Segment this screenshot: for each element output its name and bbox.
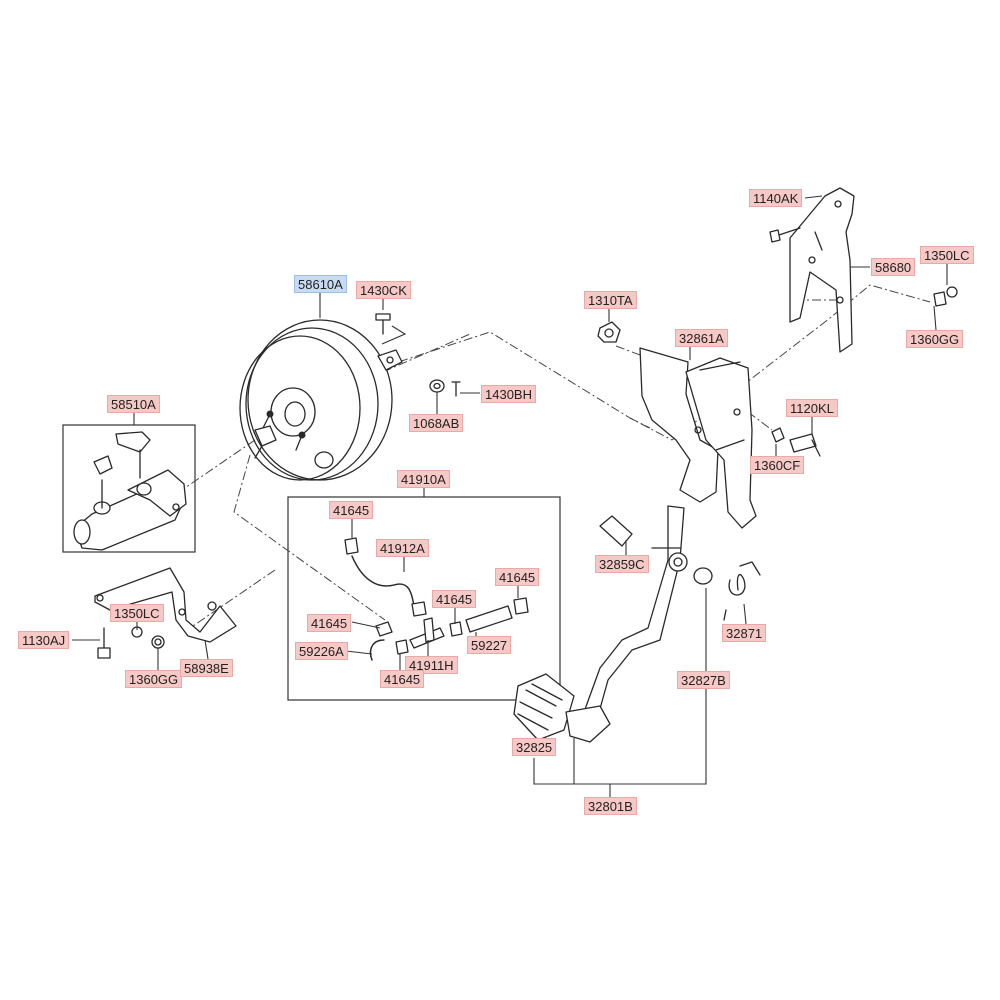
master-cylinder [73, 431, 187, 551]
part-label-41645[interactable]: 41645 [432, 590, 477, 608]
part-label-1130aj[interactable]: 1130AJ [18, 631, 70, 649]
part-label-1360gg[interactable]: 1360GG [125, 670, 183, 688]
part-label-32827b[interactable]: 32827B [677, 671, 730, 689]
part-label-41645[interactable]: 41645 [307, 614, 352, 632]
part-label-1360cf[interactable]: 1360CF [750, 456, 805, 474]
master-cylinder-group-box [62, 424, 196, 553]
brake-booster [239, 319, 403, 481]
part-label-58680[interactable]: 58680 [871, 258, 916, 276]
part-label-41912a[interactable]: 41912A [376, 539, 429, 557]
part-label-41911h[interactable]: 41911H [405, 656, 458, 674]
part-label-58938e[interactable]: 58938E [180, 659, 233, 677]
part-label-1350lc[interactable]: 1350LC [920, 246, 974, 264]
part-label-41645[interactable]: 41645 [329, 501, 374, 519]
brake-pedal-pad [513, 673, 611, 743]
part-label-59227[interactable]: 59227 [467, 636, 512, 654]
upper-bracket-58680 [769, 187, 958, 353]
leader-lines [72, 195, 948, 798]
part-label-1360gg[interactable]: 1360GG [906, 330, 964, 348]
part-label-32859c[interactable]: 32859C [595, 555, 649, 573]
part-label-1068ab[interactable]: 1068AB [409, 414, 464, 432]
part-label-1350lc[interactable]: 1350LC [110, 604, 164, 622]
part-label-32861a[interactable]: 32861A [675, 329, 728, 347]
part-label-58610a[interactable]: 58610A [294, 275, 347, 293]
part-label-1140ak[interactable]: 1140AK [749, 189, 803, 207]
booster-clevis-pin-hardware [375, 313, 461, 397]
part-label-41645[interactable]: 41645 [495, 568, 540, 586]
part-label-1430bh[interactable]: 1430BH [481, 385, 536, 403]
part-label-59226a[interactable]: 59226A [295, 642, 348, 660]
part-label-32871[interactable]: 32871 [722, 624, 767, 642]
part-label-32825[interactable]: 32825 [512, 738, 557, 756]
part-label-1120kl[interactable]: 1120KL [786, 399, 838, 417]
part-label-32801b[interactable]: 32801B [584, 797, 637, 815]
pedal-support-bracket [597, 321, 821, 529]
part-label-1430ck[interactable]: 1430CK [356, 281, 411, 299]
brake-pedal-arm [583, 505, 761, 717]
vacuum-hose-kit [344, 537, 529, 661]
part-label-41910a[interactable]: 41910A [397, 470, 450, 488]
part-label-58510a[interactable]: 58510A [107, 395, 160, 413]
part-label-41645[interactable]: 41645 [380, 670, 425, 688]
part-label-1310ta[interactable]: 1310TA [584, 291, 637, 309]
